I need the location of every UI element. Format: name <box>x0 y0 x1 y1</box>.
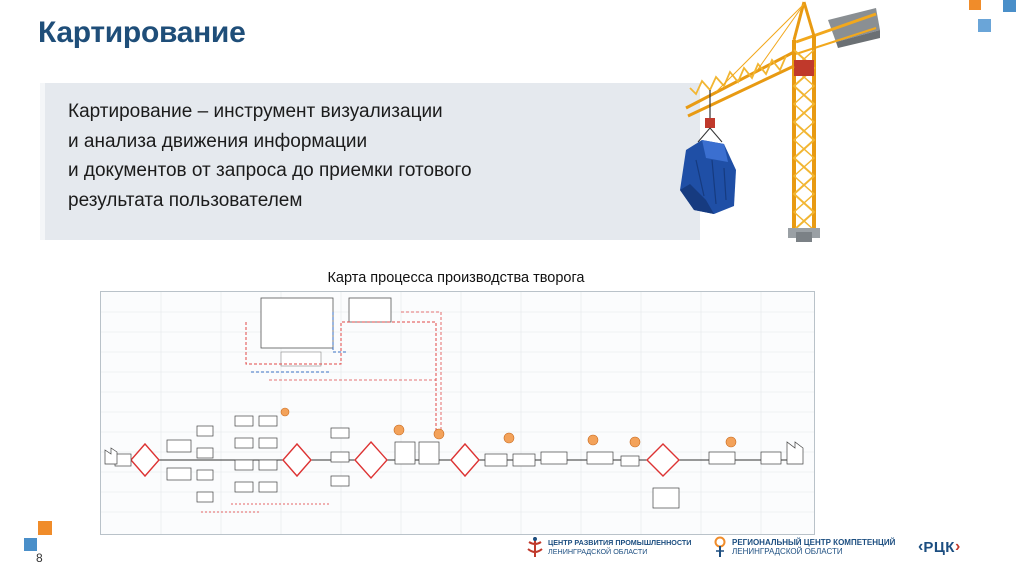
rck-right-bracket-icon: › <box>954 538 961 555</box>
crp-logo-line2: ЛЕНИНГРАДСКОЙ ОБЛАСТИ <box>548 547 648 556</box>
definition-callout: Картирование – инструмент визуализации и… <box>40 83 700 240</box>
rck-regional-logo: РЕГИОНАЛЬНЫЙ ЦЕНТР КОМПЕТЕНЦИЙ ЛЕНИНГРАД… <box>712 533 895 561</box>
rck-left-bracket-icon: ‹ <box>918 538 924 555</box>
callout-accent-bar <box>40 83 45 240</box>
crane-hook <box>705 118 715 128</box>
callout-line-3: и документов от запроса до приемки готов… <box>68 160 472 181</box>
crp-logo: ЦЕНТР РАЗВИТИЯ ПРОМЫШЛЕННОСТИ ЛЕНИНГРАДС… <box>526 533 691 561</box>
crane-illustration <box>680 1 880 242</box>
rck-logo-line2: ЛЕНИНГРАДСКОЙ ОБЛАСТИ <box>732 547 843 556</box>
deco-square-blue-bottom <box>24 538 37 551</box>
crp-emblem-icon <box>527 537 543 557</box>
crane-cargo <box>680 140 736 214</box>
deco-square-orange-bottom <box>38 521 52 535</box>
deco-square-blue-mid <box>978 19 991 32</box>
crane-cab <box>794 60 814 76</box>
callout-text: Картирование – инструмент визуализации и… <box>68 97 472 215</box>
process-map-image <box>100 291 815 535</box>
rck-logo: ‹ РЦК › <box>918 533 960 561</box>
deco-square-orange-top <box>969 0 981 10</box>
crane-jib <box>685 3 805 118</box>
crp-logo-line1: ЦЕНТР РАЗВИТИЯ ПРОМЫШЛЕННОСТИ <box>548 538 692 547</box>
page-title: Картирование <box>38 16 246 49</box>
rck-logo-text: РЦК <box>923 538 955 556</box>
deco-square-blue-top <box>1003 0 1016 12</box>
callout-line-4: результата пользователем <box>68 189 303 211</box>
callout-line-1: Картирование – инструмент визуализации <box>68 101 443 122</box>
rck-emblem-icon <box>714 536 726 557</box>
rck-logo-line1: РЕГИОНАЛЬНЫЙ ЦЕНТР КОМПЕТЕНЦИЙ <box>732 538 896 547</box>
page-number: 8 <box>36 551 43 565</box>
map-caption: Карта процесса производства творога <box>327 270 585 286</box>
callout-line-2: и анализа движения информации <box>68 130 368 152</box>
